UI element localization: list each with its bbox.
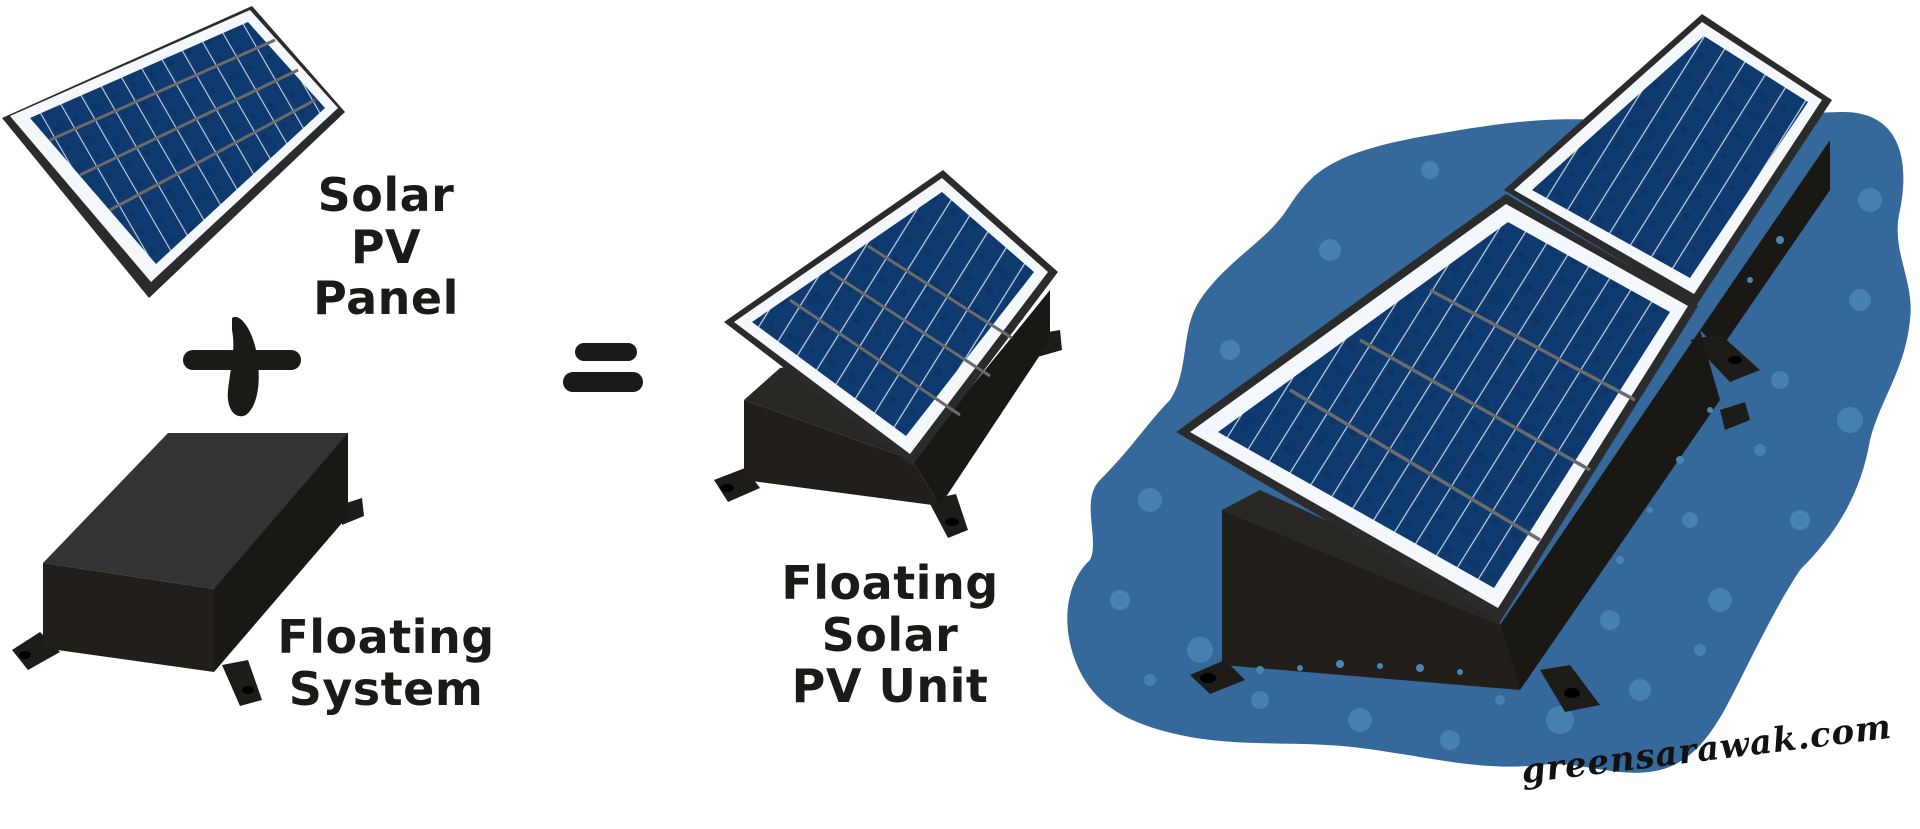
floating-system-label-line2: System (288, 661, 484, 716)
solar-pv-panel-label-line1: Solar PV (317, 168, 455, 274)
equals-operator-icon (563, 343, 643, 392)
scene-float-top (1222, 490, 1500, 625)
water-scene-illustration (1067, 14, 1911, 773)
floating-solar-pv-unit-label-line2: PV Unit (791, 659, 989, 714)
floating-solar-pv-unit-label: Floating Solar PV Unit (712, 556, 1068, 714)
plus-operator-icon (183, 316, 301, 417)
float-side (214, 433, 348, 672)
floating-system-label-line1: Floating (277, 610, 495, 664)
floating-solar-pv-unit-label-line1: Floating Solar (781, 556, 999, 662)
floating-system-label: Floating System (276, 610, 496, 716)
water-bubbles (1110, 161, 1882, 750)
float-tab-front (222, 660, 262, 706)
unit-float-front (744, 400, 940, 506)
scene-panel-1-cells (1218, 222, 1670, 588)
float-front (43, 563, 214, 672)
panel-cells (30, 22, 325, 264)
floating-system-illustration (12, 433, 364, 706)
solar-pv-panel-label: Solar PV Panel (276, 168, 496, 326)
unit-float-side (912, 290, 1050, 506)
solar-pv-panel-label-line2: Panel (313, 271, 459, 326)
scene-panel-2-cells (1532, 36, 1808, 278)
panel-busbars (49, 38, 316, 212)
floating-solar-pv-unit-illustration (714, 170, 1062, 538)
solar-pv-panel-illustration (2, 6, 345, 298)
scene-float-side (1500, 330, 1720, 690)
foam-bubbles (1256, 236, 1784, 675)
scene-float-front (1222, 510, 1520, 690)
